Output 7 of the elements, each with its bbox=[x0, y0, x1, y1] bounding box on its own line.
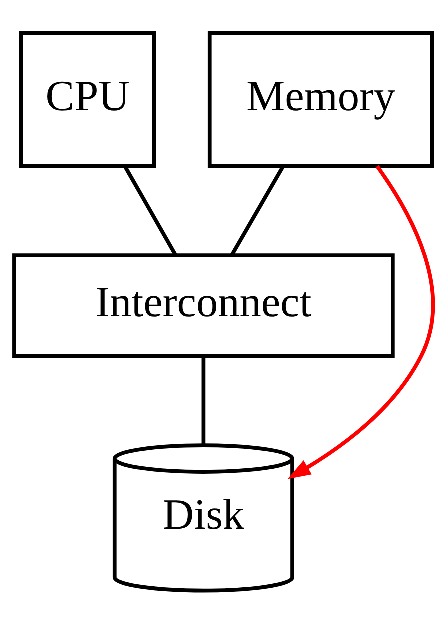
connector bbox=[123, 166, 178, 256]
connector bbox=[230, 166, 285, 256]
node-box: Interconnect bbox=[12, 254, 395, 358]
connector bbox=[202, 356, 206, 446]
node-box: CPU bbox=[20, 31, 156, 168]
arrow bbox=[288, 165, 436, 480]
node-box: Memory bbox=[208, 31, 434, 168]
